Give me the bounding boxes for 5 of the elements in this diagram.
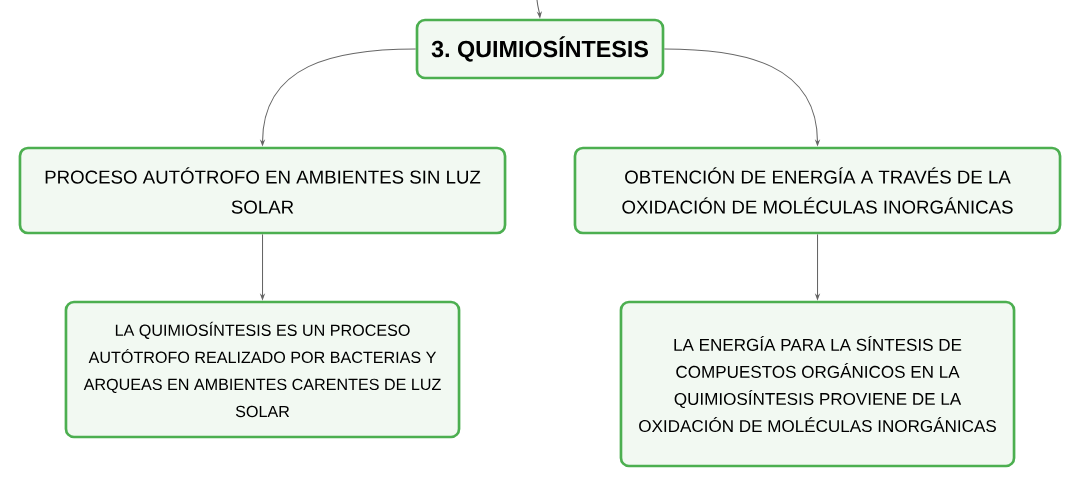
topic-box: 3. QUIMIOSÍNTESIS — [415, 18, 665, 80]
concept-box: LA ENERGÍA PARA LA SÍNTESIS DE COMPUESTOS ORGÁNICOS EN LA QUIMIOSÍNTESIS PROVIENE DE LA OXIDACIÓN DE MOLÉCULAS INORGÁNICAS — [619, 300, 1016, 468]
concept-box: PROCESO AUTÓTROFO EN AMBIENTES SIN LUZ SOLAR — [18, 146, 507, 235]
concept-box: LA QUIMIOSÍNTESIS ES UN PROCESO AUTÓTROFO REALIZADO POR BACTERIAS Y ARQUEAS EN AMBIENTES CARENTES DE LUZ SOLAR — [64, 300, 461, 439]
concept-box: OBTENCIÓN DE ENERGÍA A TRAVÉS DE LA OXIDACIÓN DE MOLÉCULAS INORGÁNICAS — [573, 146, 1062, 235]
